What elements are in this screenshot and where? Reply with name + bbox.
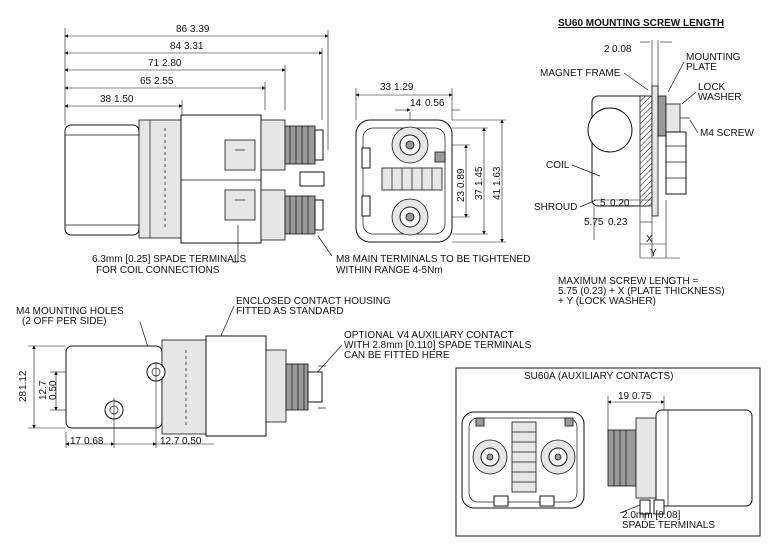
dim-33-in: 1.29 — [394, 82, 414, 93]
dim-23: 23 — [456, 190, 467, 202]
label-shroud: SHROUD — [534, 202, 577, 213]
callout-housing-line2: FITTED AS STANDARD — [236, 306, 344, 317]
callout-main-line2: WITHIN RANGE 4-5Nm — [336, 265, 443, 276]
top-view: 86 3.39 84 3.31 71 2.80 65 2.55 38 1.50 — [64, 24, 530, 276]
dim-5: 5 — [600, 198, 606, 209]
dim-12-7-v: 12.7 — [38, 380, 49, 400]
label-lock-washer-1: LOCK — [698, 82, 726, 93]
label-coil: COIL — [546, 160, 570, 171]
aux-dim-19-in: 0.75 — [632, 391, 652, 402]
label-lock-washer-2: WASHER — [698, 92, 742, 103]
dim-14: 14 — [410, 98, 422, 109]
label-mounting-plate-1: MOUNTING — [686, 52, 741, 63]
dim-71-in: 2.80 — [162, 58, 182, 69]
dim-17: 17 — [70, 436, 82, 447]
callout-aux-line3: CAN BE FITTED HERE — [344, 350, 450, 361]
aux-contacts-panel: SU60A (AUXILIARY CONTACTS) 19 0.75 — [455, 367, 761, 537]
formula-line2: 5.75 (0.23) + X (PLATE THICKNESS) — [558, 286, 725, 297]
callout-aux-line2: WITH 2.8mm [0.110] SPADE TERMINALS — [344, 340, 532, 351]
callout-housing-line1: ENCLOSED CONTACT HOUSING — [236, 296, 391, 307]
dim-12-7-h-in: 0.50 — [182, 436, 202, 447]
dim-84: 84 — [170, 41, 182, 52]
formula-line1: MAXIMUM SCREW LENGTH = — [558, 276, 698, 287]
dim-37-in: 1.45 — [474, 166, 485, 186]
aux-callout-spade-line1: 2.0mm [0.08] — [622, 510, 681, 521]
dim-12-7-v-in: 0.50 — [48, 380, 59, 400]
end-view: 33 1.29 14 0.56 23 0.89 37 1.45 — [355, 82, 506, 243]
callout-holes-line2: (2 OFF PER SIDE) — [22, 316, 106, 327]
dim-37: 37 — [474, 188, 485, 200]
label-m4-screw: M4 SCREW — [700, 128, 754, 139]
aux-dim-19: 19 — [618, 391, 630, 402]
dim-65-in: 2.55 — [154, 76, 174, 87]
dim-17-in: 0.68 — [84, 436, 104, 447]
aux-callout-spade-line2: SPADE TERMINALS — [622, 520, 715, 531]
dim-28-in: 1.12 — [18, 370, 29, 390]
callout-coil-line1: 6.3mm [0.25] SPADE TERMINALS — [92, 254, 246, 265]
dim-33: 33 — [380, 82, 392, 93]
formula-line3: + Y (LOCK WASHER) — [558, 296, 656, 307]
aux-panel-title: SU60A (AUXILIARY CONTACTS) — [524, 371, 674, 382]
dim-38: 38 — [100, 94, 112, 105]
callout-aux-line1: OPTIONAL V4 AUXILIARY CONTACT — [344, 330, 514, 341]
dim-28: 28 — [18, 390, 29, 402]
dim-575: 5.75 — [584, 217, 604, 228]
dim-41-in: 1.63 — [492, 166, 503, 186]
dim-y: Y — [650, 248, 657, 259]
dim-65: 65 — [140, 76, 152, 87]
callout-coil-line2: FOR COIL CONNECTIONS — [96, 265, 220, 276]
screw-detail-title: SU60 MOUNTING SCREW LENGTH — [558, 18, 724, 29]
dim-38-in: 1.50 — [114, 94, 134, 105]
dim-12-7-h: 12.7 — [160, 436, 180, 447]
dim-2: 2 — [604, 44, 610, 55]
dim-2-in: 0.08 — [612, 44, 632, 55]
dim-41: 41 — [492, 188, 503, 200]
dim-86-in: 3.39 — [190, 24, 210, 35]
label-mounting-plate-2: PLATE — [686, 62, 717, 73]
dim-x: X — [646, 234, 653, 245]
label-magnet-frame: MAGNET FRAME — [540, 68, 621, 79]
dim-5-in: 0.20 — [610, 198, 630, 209]
screw-length-detail: SU60 MOUNTING SCREW LENGTH 2 0.08 MOUNTI… — [534, 18, 754, 307]
callout-main-line1: M8 MAIN TERMINALS TO BE TIGHTENED — [336, 254, 530, 265]
callout-holes-line1: M4 MOUNTING HOLES — [16, 306, 124, 317]
dim-23-in: 0.89 — [456, 168, 467, 188]
dim-71: 71 — [148, 58, 160, 69]
dim-575-in: 0.23 — [608, 217, 628, 228]
side-view: M4 MOUNTING HOLES (2 OFF PER SIDE) ENCLO… — [16, 296, 532, 448]
dim-14-in: 0.56 — [425, 98, 445, 109]
dim-86: 86 — [176, 24, 188, 35]
dim-84-in: 3.31 — [184, 41, 204, 52]
